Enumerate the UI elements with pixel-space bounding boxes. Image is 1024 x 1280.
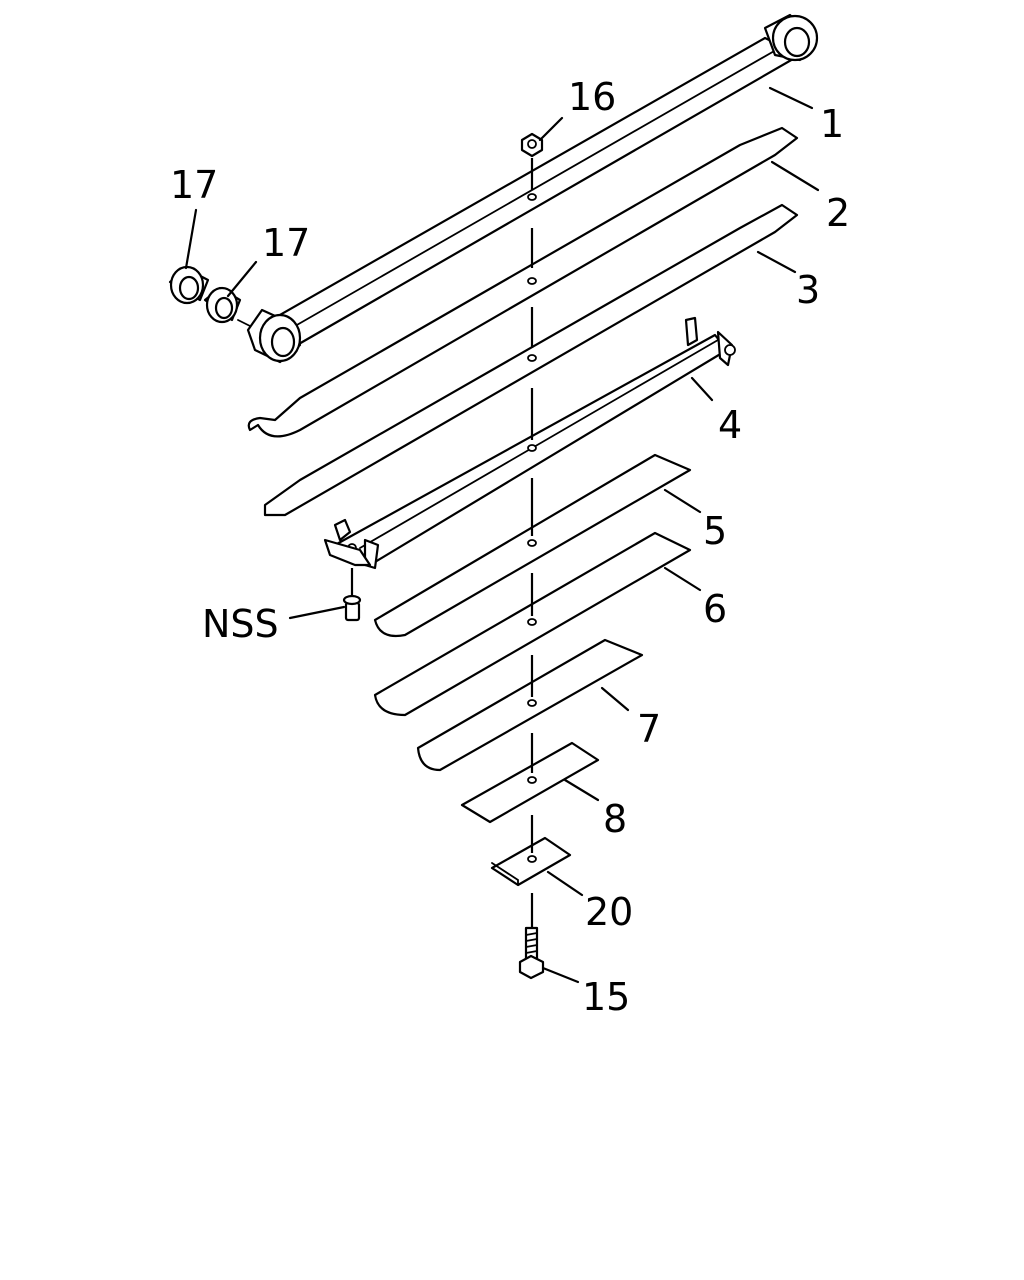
part-15-bolt	[518, 926, 545, 980]
callout-2: 2	[826, 191, 850, 235]
callout-16: 16	[568, 75, 616, 119]
part-1-front-eye	[246, 308, 302, 364]
part-17-bushing-right	[203, 286, 242, 324]
callout-3: 3	[796, 268, 820, 312]
callout-7: 7	[637, 707, 661, 751]
callout-4: 4	[718, 403, 742, 447]
part-17-bushing-left	[168, 265, 210, 305]
part-16-nut	[520, 132, 544, 158]
leader-lines	[184, 86, 820, 984]
callout-6: 6	[703, 587, 727, 631]
callout-5: 5	[703, 509, 727, 553]
callout-1: 1	[820, 102, 844, 146]
part-1-rear-eye	[763, 13, 819, 62]
center-axis	[350, 158, 537, 927]
callout-nss: NSS	[202, 602, 279, 646]
nss-rivet	[342, 594, 362, 622]
callout-20: 20	[585, 890, 633, 934]
part-2-leaf	[247, 126, 799, 438]
bushing-axis-line	[237, 319, 251, 327]
callout-17-right: 17	[262, 221, 310, 265]
callout-8: 8	[603, 797, 627, 841]
part-1-main-leaf	[246, 13, 819, 364]
callout-15: 15	[582, 975, 630, 1019]
callout-17-left: 17	[170, 163, 218, 207]
